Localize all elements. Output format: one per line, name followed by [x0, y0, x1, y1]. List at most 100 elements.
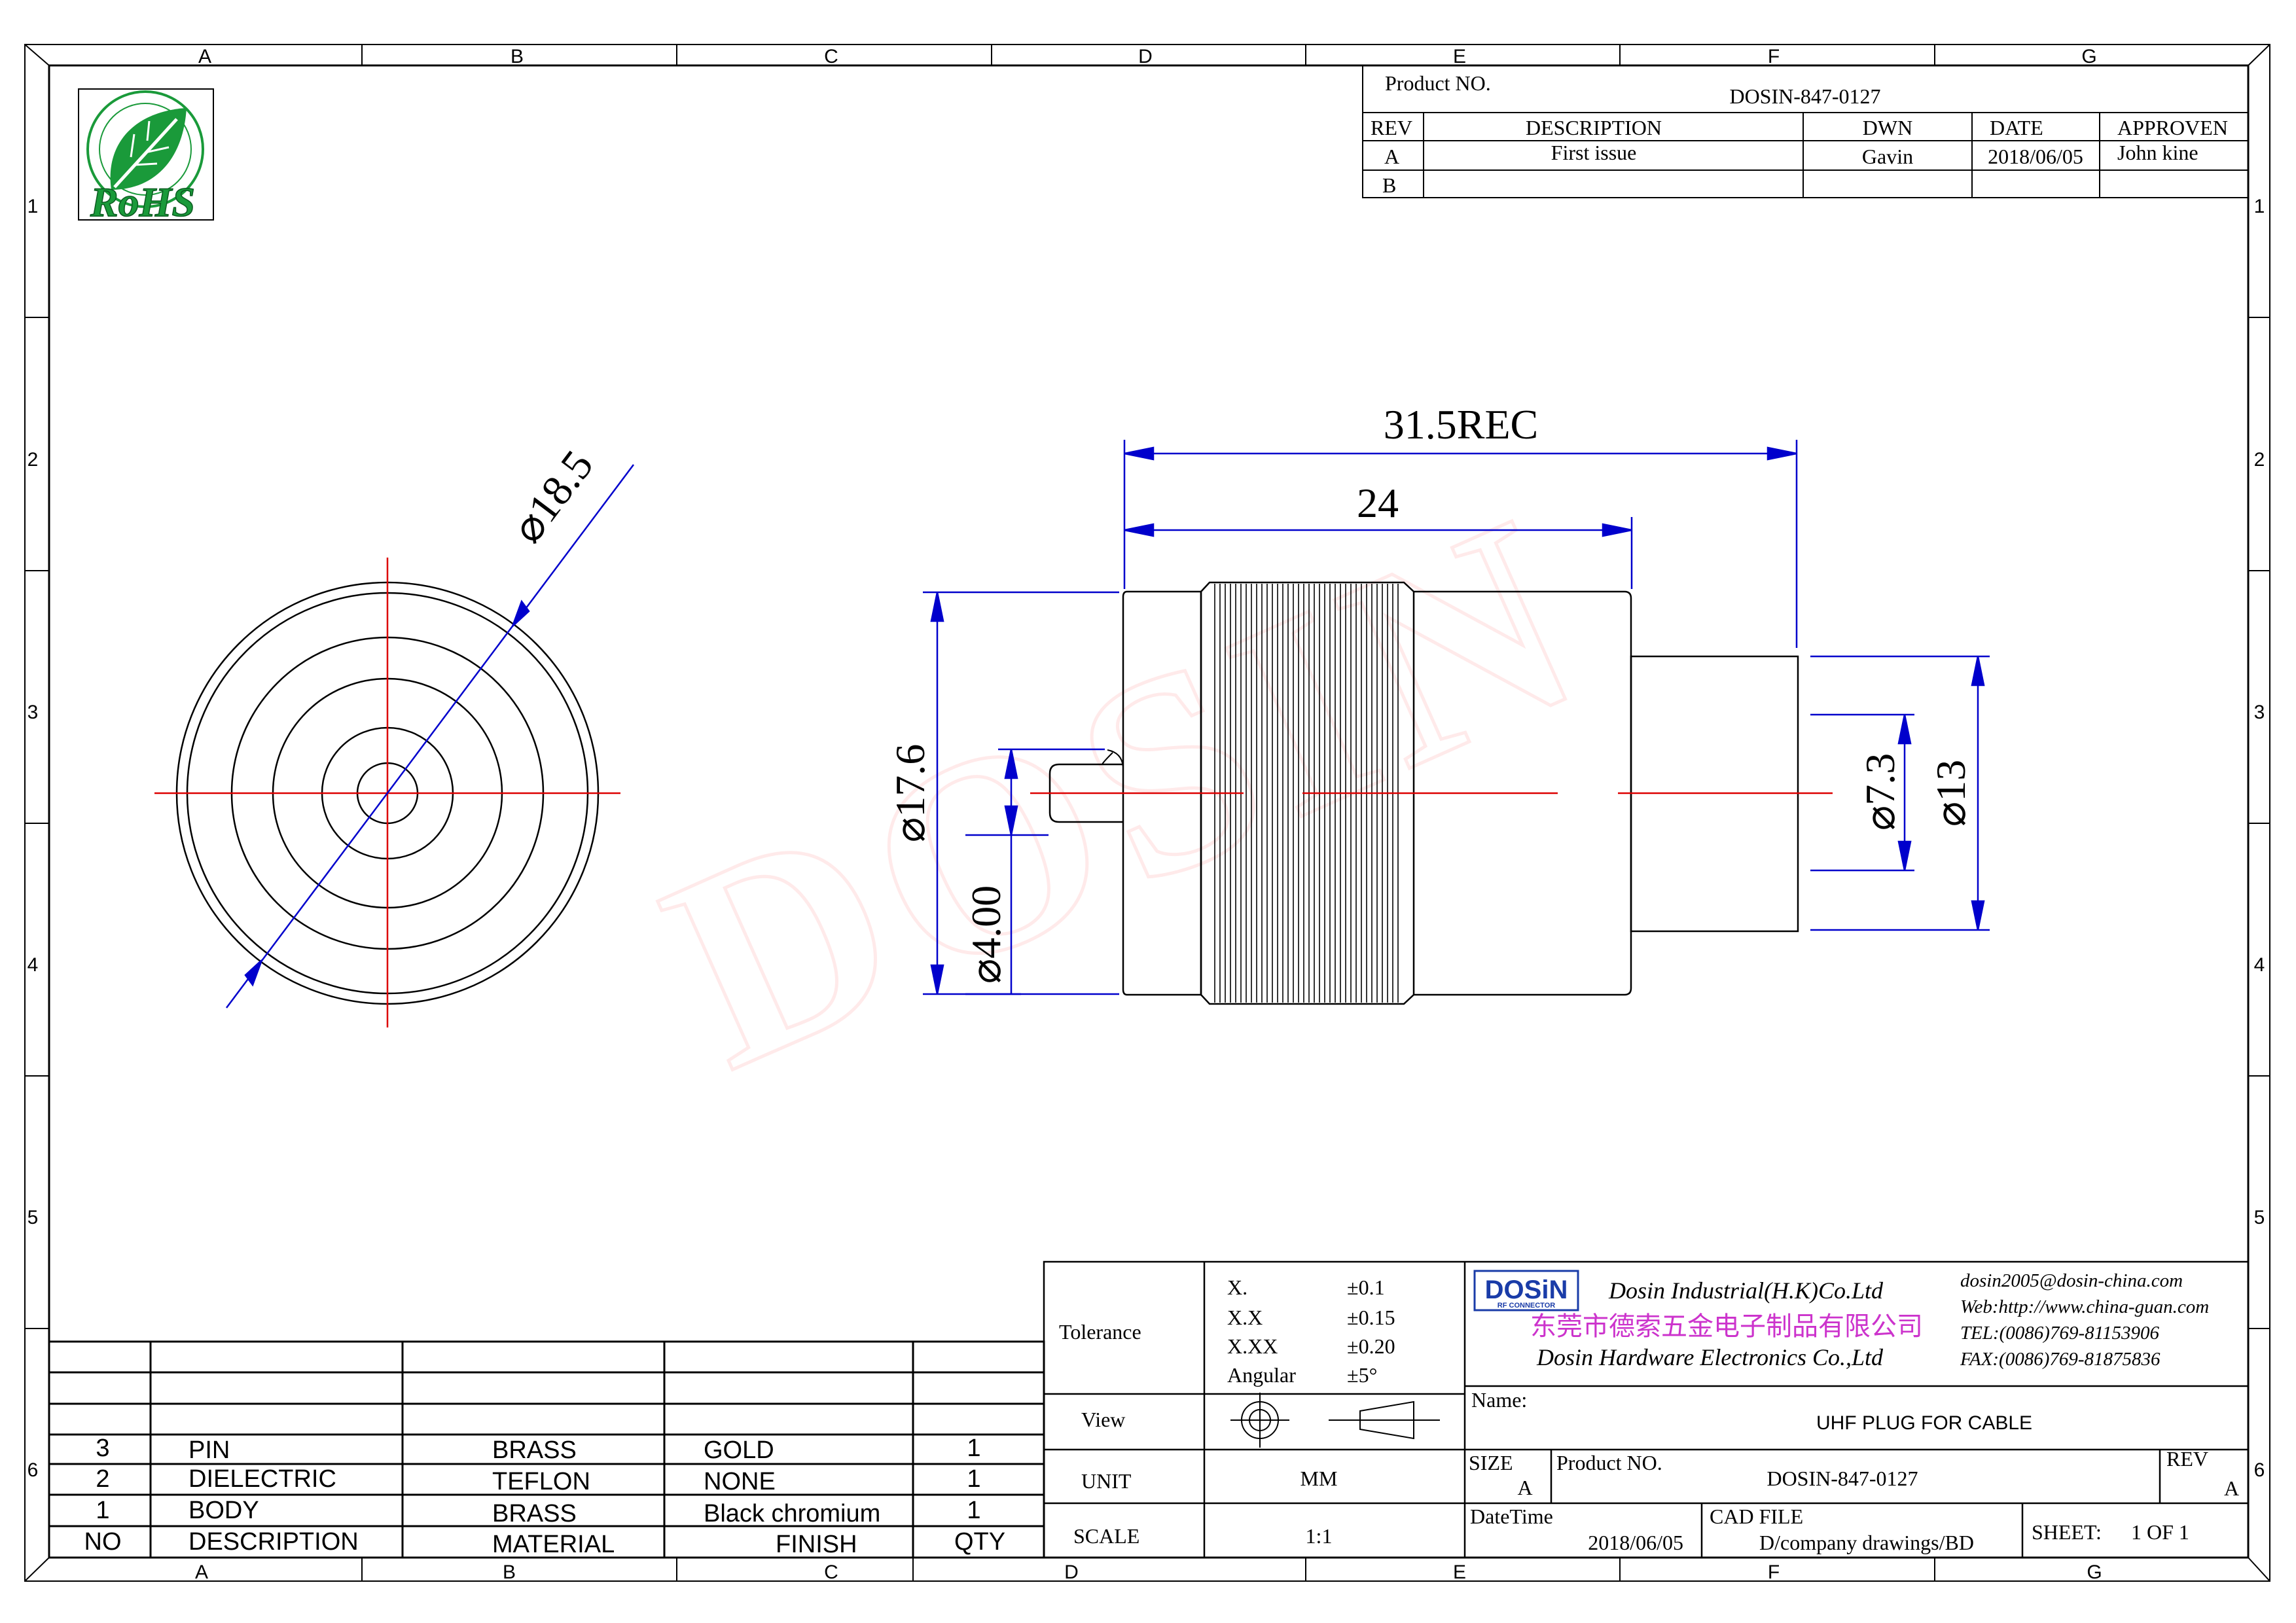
zone-col-f-top: F — [1768, 46, 1780, 67]
zone-row-1-right: 1 — [2254, 196, 2265, 217]
bom-header-material: MATERIAL — [492, 1531, 615, 1558]
zone-col-b-top: B — [511, 46, 524, 67]
watermark-text: DOSIN — [626, 454, 1627, 1128]
bom-row-1-description: BODY — [188, 1497, 259, 1524]
tolerance-xx-value: ±0.15 — [1347, 1306, 1395, 1329]
rev-header-dwn: DWN — [1863, 116, 1912, 139]
zone-col-e-top: E — [1453, 46, 1466, 67]
dielectric-curve — [1107, 749, 1124, 768]
side-dimensions — [923, 440, 1990, 995]
front-diameter-dimension — [225, 464, 635, 1008]
contact-web: Web:http://www.china-guan.com — [1960, 1296, 2209, 1317]
bom-row-2-material: TEFLON — [492, 1468, 590, 1495]
bom-row-1-finish: Black chromium — [704, 1500, 880, 1527]
size-label: SIZE — [1469, 1451, 1513, 1474]
overall-length-label: 31.5REC — [1384, 401, 1538, 448]
rev-header-date: DATE — [1990, 116, 2043, 139]
rev-product-no-value: DOSIN-847-0127 — [1729, 84, 1880, 108]
company-name-en2: Dosin Hardware Electronics Co.,Ltd — [1536, 1344, 1884, 1370]
zone-row-3-left: 3 — [27, 702, 39, 723]
tolerance-xx-key: X.X — [1227, 1306, 1263, 1329]
company-name-en: Dosin Industrial(H.K)Co.Ltd — [1608, 1277, 1884, 1304]
rear-diameter-label: ⌀13 — [1928, 760, 1974, 827]
rev-label: REV — [2166, 1447, 2208, 1471]
revision-block: Product NO. DOSIN-847-0127 REV DESCRIPTI… — [1362, 65, 2249, 198]
name-label: Name: — [1471, 1388, 1527, 1412]
zone-row-6-right: 6 — [2254, 1459, 2265, 1481]
contact-tel: TEL:(0086)769-81153906 — [1960, 1323, 2159, 1344]
contact-fax: FAX:(0086)769-81875836 — [1960, 1349, 2161, 1370]
rev-header-rev: REV — [1371, 116, 1412, 139]
tolerance-x-key: X. — [1227, 1275, 1247, 1299]
title-block: Tolerance X. ±0.1 X.X ±0.15 X.XX ±0.20 A… — [1043, 1260, 2250, 1559]
bom-row-3-no: 3 — [96, 1435, 109, 1462]
rev-header-approven: APPROVEN — [2117, 116, 2228, 139]
zone-col-g-bottom: G — [2087, 1561, 2102, 1583]
bom-header-finish: FINISH — [776, 1531, 857, 1558]
body-diameter-label: ⌀17.6 — [887, 744, 933, 843]
side-dimension-labels: 31.5REC 24 ⌀17.6 ⌀4.00 ⌀7.3 ⌀13 — [887, 401, 1974, 984]
zone-row-5-left: 5 — [27, 1207, 39, 1228]
bom-row-1-qty: 1 — [967, 1497, 980, 1524]
zone-col-b-bottom: B — [503, 1561, 516, 1583]
size-value: A — [1517, 1476, 1532, 1499]
cad-file-label: CAD FILE — [1710, 1505, 1803, 1528]
cad-file-value: D/company drawings/BD — [1759, 1531, 1974, 1554]
rev-row-a-description: First issue — [1551, 141, 1637, 164]
rev-row-a-date: 2018/06/05 — [1988, 145, 2083, 168]
bom-row-2-finish: NONE — [704, 1468, 776, 1495]
tolerance-xxx-key: X.XX — [1227, 1334, 1278, 1358]
datetime-label: DateTime — [1470, 1505, 1553, 1528]
zone-row-2-left: 2 — [27, 449, 39, 471]
tolerance-x-value: ±0.1 — [1347, 1275, 1385, 1299]
bom-header-description: DESCRIPTION — [188, 1528, 359, 1556]
rev-row-a-approven: John kine — [2117, 141, 2198, 164]
product-no-value: DOSIN-847-0127 — [1767, 1467, 1918, 1490]
body-length-label: 24 — [1357, 480, 1399, 526]
unit-value: MM — [1300, 1467, 1338, 1490]
zone-col-a-bottom: A — [195, 1561, 208, 1583]
scale-label: SCALE — [1073, 1524, 1139, 1548]
bom-row-2-description: DIELECTRIC — [188, 1465, 336, 1493]
bill-of-materials: 3 PIN BRASS GOLD 1 2 DIELECTRIC TEFLON N… — [48, 1340, 1045, 1559]
zone-row-4-left: 4 — [27, 954, 39, 976]
zone-labels: A B C D E F G A B C D E F G 1 2 3 4 5 6 … — [27, 46, 2265, 1583]
inner-diameter-label: ⌀7.3 — [1857, 753, 1903, 831]
bom-row-1-material: BRASS — [492, 1500, 577, 1527]
contact-email: dosin2005@dosin-china.com — [1960, 1270, 2183, 1291]
datetime-value: 2018/06/05 — [1588, 1531, 1683, 1554]
zone-col-c-top: C — [824, 46, 838, 67]
product-no-label: Product NO. — [1556, 1451, 1662, 1474]
zone-col-e-bottom: E — [1453, 1561, 1466, 1583]
zone-row-2-right: 2 — [2254, 449, 2265, 471]
bom-row-3-material: BRASS — [492, 1436, 577, 1464]
tolerance-xxx-value: ±0.20 — [1347, 1334, 1395, 1358]
tolerance-angular-value: ±5° — [1347, 1363, 1377, 1387]
zone-col-a-top: A — [198, 46, 211, 67]
watermark: DOSIN — [624, 452, 1628, 1130]
bom-row-2-no: 2 — [96, 1465, 109, 1493]
rev-row-a-rev: A — [1384, 145, 1399, 168]
rohs-text: RoHS — [90, 179, 195, 225]
zone-row-6-left: 6 — [27, 1459, 39, 1481]
front-diameter-label: ⌀18.5 — [503, 442, 603, 552]
view-label: View — [1081, 1408, 1125, 1431]
rev-header-description: DESCRIPTION — [1526, 116, 1662, 139]
zone-row-5-right: 5 — [2254, 1207, 2265, 1228]
side-view — [1030, 581, 1833, 1005]
rohs-logo: RoHS — [78, 88, 214, 226]
zone-row-1-left: 1 — [27, 196, 39, 217]
rev-row-b-rev: B — [1382, 173, 1396, 197]
rev-row-a-dwn: Gavin — [1862, 145, 1913, 168]
zone-col-c-bottom: C — [824, 1561, 838, 1583]
unit-label: UNIT — [1081, 1469, 1132, 1493]
pin-diameter-label: ⌀4.00 — [963, 885, 1009, 984]
tolerance-angular-key: Angular — [1227, 1363, 1296, 1387]
zone-col-d-top: D — [1138, 46, 1153, 67]
bom-header-qty: QTY — [954, 1528, 1005, 1556]
company-name-cn: 东莞市德索五金电子制品有限公司 — [1530, 1311, 1923, 1342]
projection-symbol-icon — [1230, 1393, 1440, 1448]
dosin-logo-text: DOSiN — [1485, 1275, 1568, 1304]
zone-ticks — [25, 45, 2270, 1581]
